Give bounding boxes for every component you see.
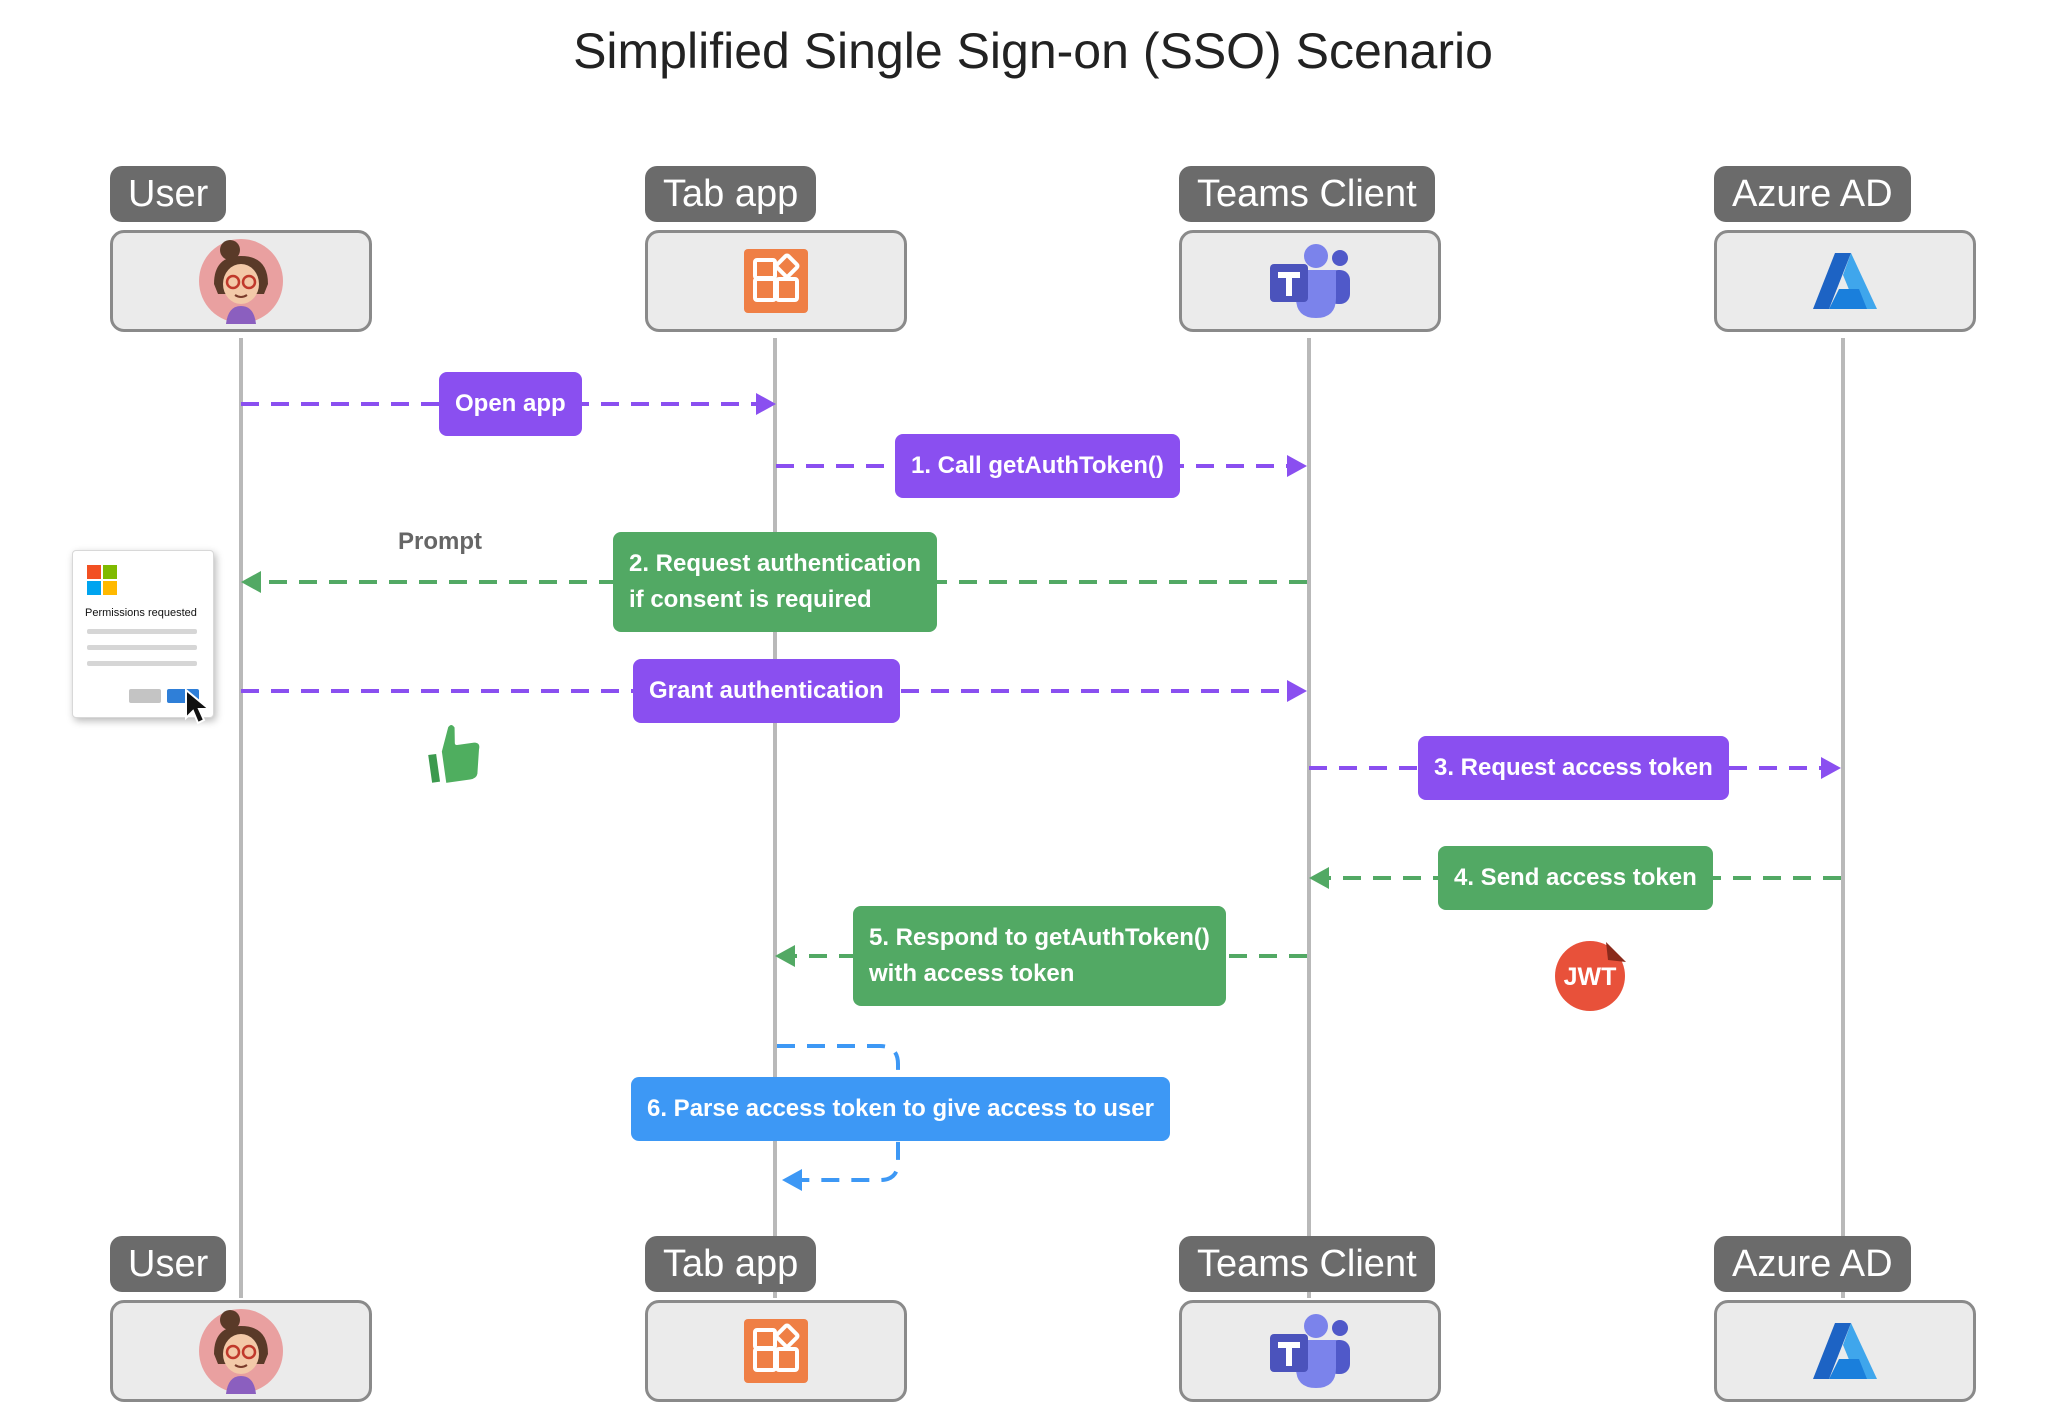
teams-icon — [1270, 244, 1350, 318]
actor-label-teams-client-top: Teams Client — [1179, 166, 1435, 222]
arrowhead-request-access-token — [1821, 757, 1841, 779]
message-request-authentication-line2: if consent is required — [629, 586, 872, 613]
message-parse-access-token: 6. Parse access token to give access to … — [631, 1077, 1170, 1141]
arrowhead-respond-getauthtoken — [775, 945, 795, 967]
tab-app-icon — [744, 249, 808, 313]
actor-label-azure-ad-top: Azure AD — [1714, 166, 1911, 222]
message-respond-getauthtoken: 5. Respond to getAuthToken() with access… — [853, 906, 1226, 1006]
user-avatar-icon — [199, 239, 283, 324]
message-request-access-token: 3. Request access token — [1418, 736, 1729, 800]
jwt-badge-text: JWT — [1564, 963, 1617, 991]
arrowhead-open-app — [756, 393, 776, 415]
jwt-badge: JWT — [1552, 938, 1630, 1016]
prompt-label: Prompt — [398, 528, 482, 555]
thumbs-up-icon — [423, 721, 484, 788]
actor-box-azure-ad-top — [1714, 230, 1976, 332]
arrowhead-grant-authentication — [1287, 680, 1307, 702]
arrowhead-parse-self-loop — [782, 1169, 802, 1191]
message-respond-line2: with access token — [869, 960, 1075, 987]
actor-label-tab-app-top: Tab app — [645, 166, 817, 222]
user-avatar-icon — [199, 1309, 283, 1394]
dialog-title: Permissions requested — [85, 607, 197, 619]
actor-label-user-top: User — [110, 166, 227, 222]
actor-box-user-top — [110, 230, 372, 332]
actor-box-teams-client-top — [1179, 230, 1441, 332]
actor-label-azure-ad-bottom: Azure AD — [1714, 1236, 1911, 1292]
actor-label-user-bottom: User — [110, 1236, 227, 1292]
message-request-authentication: 2. Request authentication if consent is … — [613, 532, 938, 632]
lifeline-azure-ad — [1841, 338, 1845, 1298]
message-grant-authentication: Grant authentication — [633, 659, 900, 723]
diagram-title: Simplified Single Sign-on (SSO) Scenario — [573, 23, 1493, 79]
actor-label-teams-client-bottom: Teams Client — [1179, 1236, 1435, 1292]
tab-app-icon — [744, 1319, 808, 1383]
lifeline-user — [239, 338, 243, 1298]
arrowhead-request-authentication — [241, 571, 261, 593]
lifeline-teams-client — [1307, 338, 1311, 1298]
actor-box-teams-client-bottom — [1179, 1300, 1441, 1402]
arrowhead-call-getauthtoken — [1287, 455, 1307, 477]
mouse-cursor-icon — [185, 688, 212, 725]
message-request-authentication-line1: 2. Request authentication — [629, 550, 922, 577]
message-send-access-token: 4. Send access token — [1438, 846, 1713, 910]
microsoft-logo-icon — [87, 565, 117, 595]
azure-icon — [1813, 253, 1877, 309]
actor-box-user-bottom — [110, 1300, 372, 1402]
message-call-getauthtoken: 1. Call getAuthToken() — [895, 434, 1180, 498]
actor-box-tab-app-bottom — [645, 1300, 907, 1402]
actor-box-tab-app-top — [645, 230, 907, 332]
message-respond-line1: 5. Respond to getAuthToken() — [869, 924, 1210, 951]
teams-icon — [1270, 1314, 1350, 1388]
arrowhead-send-access-token — [1309, 867, 1329, 889]
permissions-dialog: Permissions requested — [72, 550, 214, 718]
message-open-app: Open app — [439, 372, 582, 436]
actor-box-azure-ad-bottom — [1714, 1300, 1976, 1402]
azure-icon — [1813, 1323, 1877, 1379]
lifeline-tab-app — [773, 338, 777, 1298]
actor-label-tab-app-bottom: Tab app — [645, 1236, 817, 1292]
